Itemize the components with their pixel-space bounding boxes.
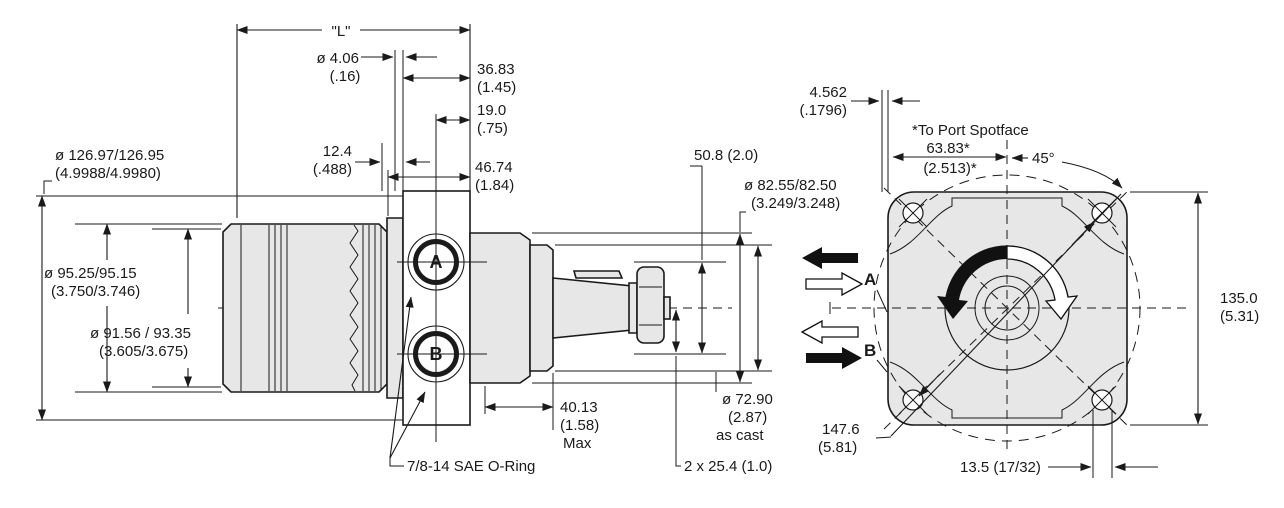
svg-text:7/8-14 SAE O-Ring: 7/8-14 SAE O-Ring [407,458,535,475]
dim-pilot-dia: ø 126.97/126.95 (4.9988/4.9980) [36,147,403,421]
bearing-housing [469,232,531,384]
shaft-nut [636,266,665,344]
dim-shaft-length: 40.13 (1.58) Max [484,373,599,452]
svg-text:(5.81): (5.81) [818,439,857,456]
svg-text:(.1796): (.1796) [799,102,847,119]
svg-text:ø 95.25/95.15: ø 95.25/95.15 [44,265,137,282]
dim-port-center-to-face: 19.0 (.75) [435,102,508,137]
rotation-arrow-cw [1006,245,1079,321]
tapered-shaft [552,277,633,339]
shaft-tip [663,296,671,320]
svg-text:(1.58): (1.58) [560,417,599,434]
dim-pilot-boss-dia: ø 82.55/82.50 (3.249/3.248) [532,177,840,384]
svg-text:Max: Max [563,435,592,452]
casting-contour-top [889,197,1125,255]
dim-spotface-depth: 4.562 (.1796) [799,84,920,192]
svg-text:(.75): (.75) [477,120,508,137]
svg-text:(5.31): (5.31) [1220,308,1259,325]
dim-body-dia: ø 95.25/95.15 (3.750/3.746) [44,223,222,393]
flow-b-label: B [864,341,876,360]
svg-text:(3.750/3.746): (3.750/3.746) [51,283,140,300]
dim-flange-to-body: 46.74 (1.84) [387,159,514,216]
svg-text:ø 4.06: ø 4.06 [316,50,359,67]
svg-text:(4.9988/4.9980): (4.9988/4.9980) [55,165,161,182]
dim-flange-height: 135.0 (5.31) [1130,191,1259,426]
svg-text:(2.513)*: (2.513)* [923,160,977,177]
step-ring [386,217,404,399]
svg-text:45°: 45° [1032,150,1055,167]
flow-a-label: A [864,270,876,289]
svg-text:135.0: 135.0 [1220,290,1258,307]
dim-port-face-to-flange: 36.83 (1.45) [402,61,516,96]
shaft-bore-circle [984,285,1030,331]
svg-text:63.83*: 63.83* [926,140,970,157]
flow-arrow-a-out-icon [802,247,858,269]
svg-text:50.8 (2.0): 50.8 (2.0) [694,147,758,164]
svg-text:(.16): (.16) [330,68,361,85]
dim-overall-length: "L" [236,23,471,218]
svg-text:(1.45): (1.45) [477,79,516,96]
svg-text:ø 82.55/82.50: ø 82.55/82.50 [744,177,837,194]
note-port-thread: 7/8-14 SAE O-Ring [389,296,535,475]
flow-arrow-b-in-icon [800,319,859,345]
motor-body-ribs [240,225,382,391]
shaft-key [572,270,624,279]
shaft-circle [974,275,1040,341]
svg-text:40.13: 40.13 [560,399,598,416]
svg-text:(1.84): (1.84) [475,177,514,194]
dim-bolt-hole-dia: 13.5 (17/32) [960,410,1158,478]
svg-text:as cast: as cast [716,427,764,444]
svg-text:(3.249/3.248): (3.249/3.248) [751,195,840,212]
dim-bolt-circle-diagonal: 147.6 (5.81) [818,193,1122,456]
svg-text:"L": "L" [332,23,351,40]
svg-text:2 x 25.4 (1.0): 2 x 25.4 (1.0) [684,458,772,475]
dim-center-to-spotface: 63.83* (2.513)* [892,140,1007,177]
svg-text:12.4: 12.4 [323,143,352,160]
motor-body [222,223,388,393]
side-view: A B "L" ø 4.06 (.16) [36,23,840,475]
svg-text:36.83: 36.83 [477,61,515,78]
svg-text:ø 126.97/126.95: ø 126.97/126.95 [55,147,164,164]
svg-text:19.0: 19.0 [477,102,506,119]
shaft-washer [628,282,638,334]
pilot-boss [529,244,554,372]
rotation-arrow-ccw [937,246,1007,319]
dim-stator-dia: ø 91.56 / 93.35 (3.605/3.675) [90,228,221,388]
dim-drain-hole: ø 4.06 (.16) [316,50,437,191]
svg-text:13.5 (17/32): 13.5 (17/32) [960,459,1041,476]
dim-port-spacing: 50.8 (2.0) [690,147,758,354]
svg-text:(.488): (.488) [313,161,352,178]
svg-text:147.6: 147.6 [822,421,860,438]
svg-text:(3.605/3.675): (3.605/3.675) [99,343,188,360]
dim-bolt-angle: 45° [1011,150,1123,189]
svg-text:46.74: 46.74 [475,159,513,176]
flow-arrow-a-in-icon [805,271,864,297]
seal-zigzag [349,224,359,392]
svg-text:4.562: 4.562 [809,84,847,101]
flow-arrows: A B [800,247,888,373]
svg-text:ø 91.56 / 93.35: ø 91.56 / 93.35 [90,325,191,342]
dim-port-offset: 2 x 25.4 (1.0) [672,309,772,475]
svg-text:(2.87): (2.87) [728,409,767,426]
svg-text:ø 72.90: ø 72.90 [722,391,773,408]
dim-step-width: 12.4 (.488) [313,143,430,191]
note-spotface: *To Port Spotface [912,122,1029,139]
end-view: 147.6 (5.81) A B 4.562 (.1796) *To Port … [799,84,1259,478]
dim-boss-dia: ø 72.90 (2.87) as cast [555,244,773,444]
flow-arrow-b-out-icon [806,347,862,369]
